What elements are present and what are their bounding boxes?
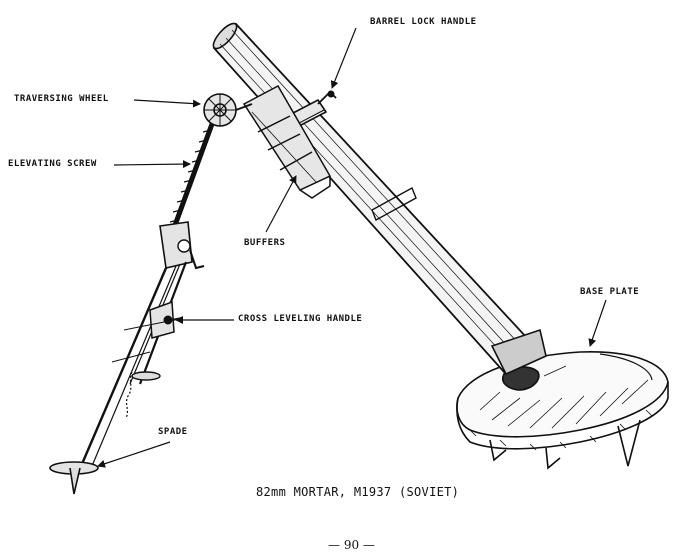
buffer-assembly (242, 84, 332, 199)
leader-spade (97, 441, 171, 468)
page-number: — 90 — (328, 538, 375, 552)
label-cross-leveling-handle: CROSS LEVELING HANDLE (238, 314, 363, 324)
leader-base-plate (588, 299, 607, 347)
label-base-plate: BASE PLATE (580, 287, 640, 297)
leader-barrel-lock-handle (330, 27, 357, 89)
label-spade: SPADE (158, 427, 188, 437)
bipod (49, 123, 215, 495)
traversing-wheel (203, 93, 253, 127)
label-barrel-lock-handle: BARREL LOCK HANDLE (370, 17, 477, 27)
label-elevating-screw: ELEVATING SCREW (8, 159, 97, 169)
leader-traversing-wheel (133, 99, 201, 108)
base-plate (456, 350, 669, 470)
label-buffers: BUFFERS (244, 238, 286, 248)
leader-elevating-screw (113, 160, 191, 169)
figure-caption: 82mm MORTAR, M1937 (SOVIET) (256, 485, 460, 499)
leader-buffers (265, 175, 297, 233)
leader-lines (97, 27, 607, 468)
label-traversing-wheel: TRAVERSING WHEEL (14, 94, 109, 104)
